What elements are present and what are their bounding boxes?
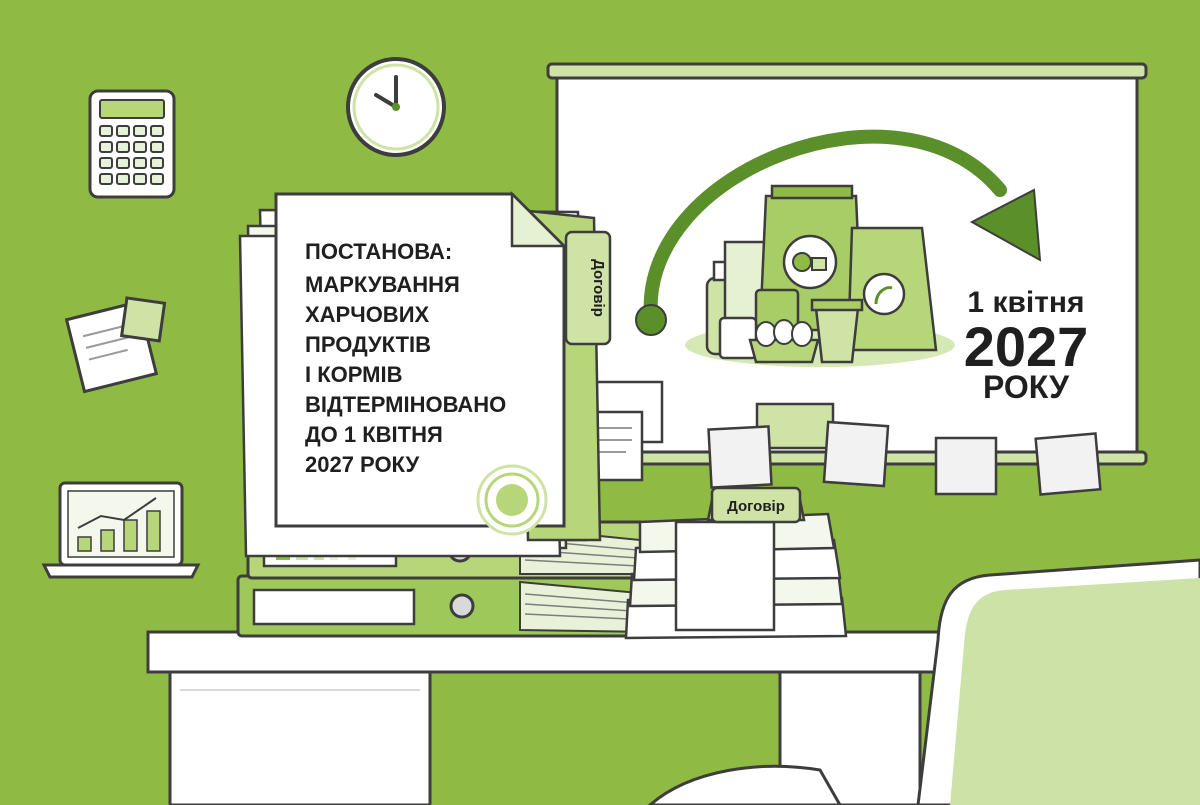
- papers-tab-label: Договір: [727, 498, 785, 515]
- pinned-notes: [707, 402, 1102, 496]
- document-line-3: ПРОДУКТІВ: [305, 332, 431, 357]
- document-title: ПОСТАНОВА:: [305, 239, 452, 264]
- food-packages-icon: [685, 184, 955, 367]
- document-line-4: І КОРМІВ: [305, 362, 402, 387]
- document-text: ПОСТАНОВА: МАРКУВАННЯ ХАРЧОВИХ ПРОДУКТІВ…: [305, 239, 506, 477]
- document-line-7: 2027 РОКУ: [305, 452, 420, 477]
- board-date-line2: 2027: [964, 315, 1089, 378]
- document-line-5: ВІДТЕРМІНОВАНО: [305, 392, 506, 417]
- calculator-icon: [88, 89, 176, 199]
- document-line-2: ХАРЧОВИХ: [305, 302, 430, 327]
- desk: [146, 630, 972, 805]
- curved-arrow-icon: [635, 129, 1042, 336]
- paper-stack: [624, 486, 848, 640]
- sticky-notes-icon: [64, 296, 167, 394]
- laptop-chart-icon: [41, 481, 201, 579]
- board-date-line3: РОКУ: [983, 369, 1070, 405]
- document-line-1: МАРКУВАННЯ: [305, 272, 460, 297]
- board-date-line1: 1 квітня: [967, 286, 1084, 319]
- document-line-6: ДО 1 КВІТНЯ: [305, 422, 443, 447]
- document-page: [274, 190, 568, 528]
- folder-tab-label: Договір: [590, 259, 607, 317]
- stamp-seal-icon: [476, 464, 548, 536]
- clock-icon: [346, 57, 446, 157]
- index-cards: [584, 380, 664, 482]
- office-chair: [647, 558, 1200, 805]
